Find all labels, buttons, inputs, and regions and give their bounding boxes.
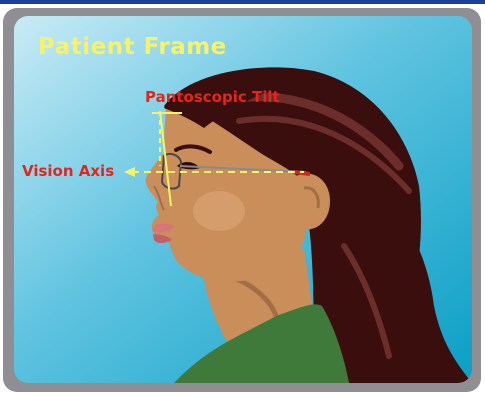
illustration-panel: Patient Frame Pantoscopic Tilt Vision Ax… bbox=[14, 16, 472, 383]
top-rule bbox=[0, 0, 485, 4]
pantoscopic-tilt-label: Pantoscopic Tilt bbox=[145, 88, 280, 106]
diagram-title: Patient Frame bbox=[38, 34, 227, 60]
patient-illustration bbox=[14, 16, 472, 383]
cheek-highlight bbox=[193, 191, 245, 231]
vision-axis-label: Vision Axis bbox=[22, 162, 114, 180]
